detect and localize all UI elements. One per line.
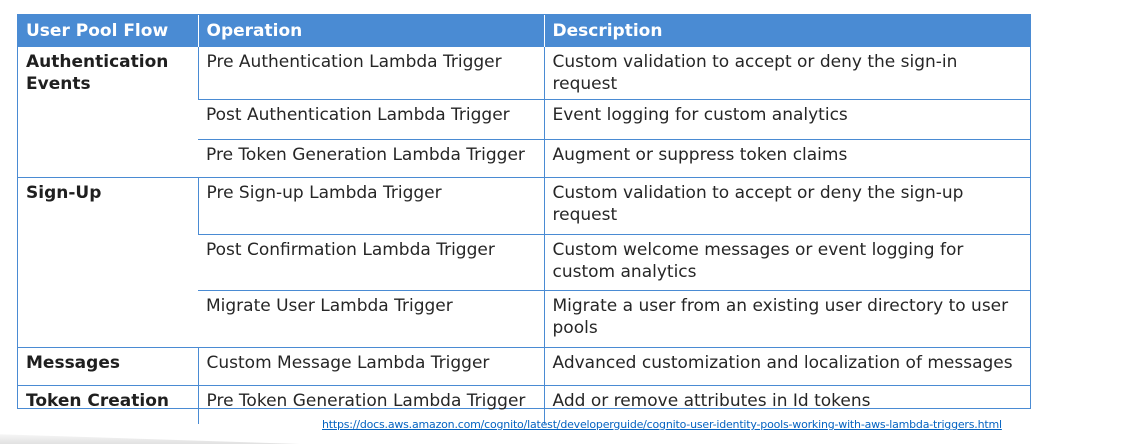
flow-authentication-events: Authentication Events — [18, 46, 198, 178]
description-cell: Event logging for custom analytics — [543, 99, 1030, 140]
footer-decoration — [0, 434, 300, 444]
flow-sign-up: Sign-Up — [18, 177, 198, 348]
operation-cell: Pre Token Generation Lambda Trigger — [197, 385, 544, 424]
source-doc-link[interactable]: https://docs.aws.amazon.com/cognito/late… — [322, 418, 1002, 431]
description-cell: Advanced customization and localization … — [543, 347, 1030, 386]
table-row: Migrate User Lambda Trigger Migrate a us… — [18, 290, 1030, 348]
operation-cell: Pre Authentication Lambda Trigger — [197, 46, 544, 100]
operation-cell: Custom Message Lambda Trigger — [197, 347, 544, 386]
lambda-triggers-table-container: User Pool Flow Operation Description Aut… — [17, 14, 1031, 424]
operation-cell: Post Authentication Lambda Trigger — [198, 99, 544, 140]
table-header-row: User Pool Flow Operation Description — [18, 15, 1030, 47]
table-row: Messages Custom Message Lambda Trigger A… — [18, 347, 1030, 386]
header-user-pool-flow: User Pool Flow — [18, 15, 198, 47]
table-row: Pre Token Generation Lambda Trigger Augm… — [18, 139, 1030, 178]
table-row: Authentication Events Pre Authentication… — [18, 46, 1030, 178]
description-cell: Migrate a user from an existing user dir… — [543, 290, 1030, 348]
lambda-triggers-table: User Pool Flow Operation Description Aut… — [18, 15, 1030, 424]
description-cell: Custom welcome messages or event logging… — [543, 234, 1030, 291]
header-operation: Operation — [197, 15, 544, 47]
table-row: Post Confirmation Lambda Trigger Custom … — [18, 234, 1030, 291]
flow-token-creation: Token Creation — [18, 385, 198, 424]
table-row: Sign-Up Pre Sign-up Lambda Trigger Custo… — [18, 177, 1030, 348]
operation-cell: Pre Sign-up Lambda Trigger — [197, 177, 544, 235]
flow-messages: Messages — [18, 347, 198, 386]
description-cell: Augment or suppress token claims — [543, 139, 1030, 178]
description-cell: Custom validation to accept or deny the … — [543, 46, 1030, 100]
operation-cell: Post Confirmation Lambda Trigger — [198, 234, 544, 291]
description-cell: Add or remove attributes in Id tokens — [543, 385, 1030, 424]
table-row: Token Creation Pre Token Generation Lamb… — [18, 385, 1030, 424]
table-row: Post Authentication Lambda Trigger Event… — [18, 99, 1030, 140]
operation-cell: Migrate User Lambda Trigger — [198, 290, 544, 348]
operation-cell: Pre Token Generation Lambda Trigger — [198, 139, 544, 178]
header-description: Description — [543, 15, 1030, 47]
description-cell: Custom validation to accept or deny the … — [543, 177, 1030, 235]
